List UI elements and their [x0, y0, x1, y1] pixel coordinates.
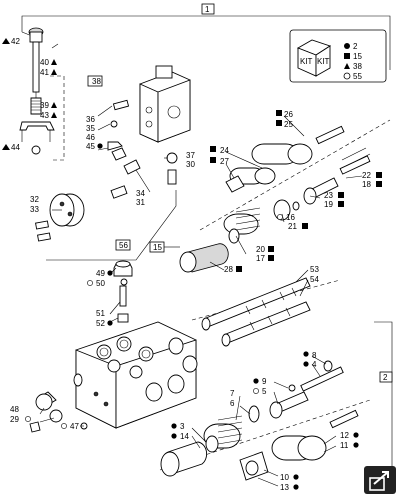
callout-54: 54 — [310, 275, 319, 284]
handle-assembly — [19, 27, 59, 155]
callout-21: 21 — [288, 222, 297, 231]
callout-23: 23 — [324, 191, 333, 200]
kit-entry-value: 38 — [353, 62, 362, 71]
callout-48: 48 — [10, 405, 19, 414]
upper-spool-parts — [179, 119, 391, 273]
callout-45: 45 — [86, 142, 95, 151]
callout-3: 3 — [180, 422, 185, 431]
next-page-arrow-icon[interactable] — [364, 466, 396, 494]
kit-filled-square-icon — [344, 53, 350, 59]
callout-47: 47 — [70, 422, 79, 431]
callout-30: 30 — [186, 160, 195, 169]
callout-20: 20 — [256, 245, 265, 254]
callout-4: 4 — [312, 360, 317, 369]
callout-26: 26 — [284, 110, 293, 119]
kit-label-right: KIT — [317, 57, 330, 66]
callout-56: 56 — [119, 241, 128, 250]
kit-filled-circle-icon — [344, 43, 350, 49]
cover-housing — [139, 65, 191, 143]
callout-34: 34 — [136, 189, 145, 198]
side-plug — [29, 391, 88, 433]
kit-entry-value: 55 — [353, 72, 362, 81]
kit-open-circle-icon — [343, 72, 351, 80]
callout-53: 53 — [310, 265, 319, 274]
callout-labels: 1 2 42 40 41 38 39 43 44 36 35 46 45 37 … — [2, 5, 388, 492]
callout-41: 41 — [40, 68, 49, 77]
callout-31: 31 — [136, 198, 145, 207]
callout-32: 32 — [30, 195, 39, 204]
callout-19: 19 — [324, 200, 333, 209]
callout-11: 11 — [340, 441, 349, 450]
callout-42: 42 — [11, 37, 20, 46]
callout-13: 13 — [280, 483, 289, 492]
relief-valve — [113, 260, 133, 323]
callout-1: 1 — [205, 5, 210, 14]
callout-29: 29 — [10, 415, 19, 424]
leader-lines — [39, 105, 363, 487]
callout-14: 14 — [180, 432, 189, 441]
kit-box-icon — [296, 39, 332, 77]
callout-8: 8 — [312, 351, 317, 360]
callout-7: 7 — [230, 389, 235, 398]
small-hardware — [107, 99, 178, 199]
callout-10: 10 — [280, 473, 289, 482]
callout-16: 16 — [286, 213, 295, 222]
kit-entry-value: 2 — [353, 42, 358, 51]
callout-12: 12 — [340, 431, 349, 440]
callout-50: 50 — [96, 279, 105, 288]
callout-33: 33 — [30, 205, 39, 214]
callout-17: 17 — [256, 254, 265, 263]
callout-49: 49 — [96, 269, 105, 278]
callout-2: 2 — [383, 373, 388, 382]
kit-entry-value: 15 — [353, 52, 362, 61]
lower-spool-parts — [159, 360, 371, 481]
callout-36: 36 — [86, 115, 95, 124]
bracket-56 — [46, 190, 177, 261]
kit-label-left: KIT — [300, 57, 313, 66]
kit-legend: KIT KIT 2 15 38 55 — [289, 29, 387, 83]
callout-9: 9 — [262, 377, 267, 386]
callout-40: 40 — [40, 58, 49, 67]
callout-51: 51 — [96, 309, 105, 318]
callout-46: 46 — [86, 133, 95, 142]
callout-18: 18 — [362, 180, 371, 189]
end-cap-left — [35, 193, 85, 242]
spools — [191, 277, 341, 347]
callout-35: 35 — [86, 124, 95, 133]
callout-15: 15 — [153, 243, 162, 252]
callout-44: 44 — [11, 143, 20, 152]
kit-filled-triangle-icon — [344, 63, 350, 69]
callout-24: 24 — [220, 146, 229, 155]
callout-43: 43 — [40, 111, 49, 120]
callout-28: 28 — [224, 265, 233, 274]
callout-52: 52 — [96, 319, 105, 328]
bracket-38 — [50, 75, 103, 161]
callout-39: 39 — [40, 101, 49, 110]
callout-27: 27 — [220, 157, 229, 166]
callout-25: 25 — [284, 120, 293, 129]
callout-6: 6 — [230, 399, 235, 408]
callout-37: 37 — [186, 151, 195, 160]
callout-22: 22 — [362, 171, 371, 180]
callout-5: 5 — [262, 387, 267, 396]
callout-38: 38 — [92, 77, 101, 86]
bracket-2 — [374, 321, 393, 489]
bracket-15 — [149, 241, 180, 253]
valve-body — [73, 321, 198, 429]
